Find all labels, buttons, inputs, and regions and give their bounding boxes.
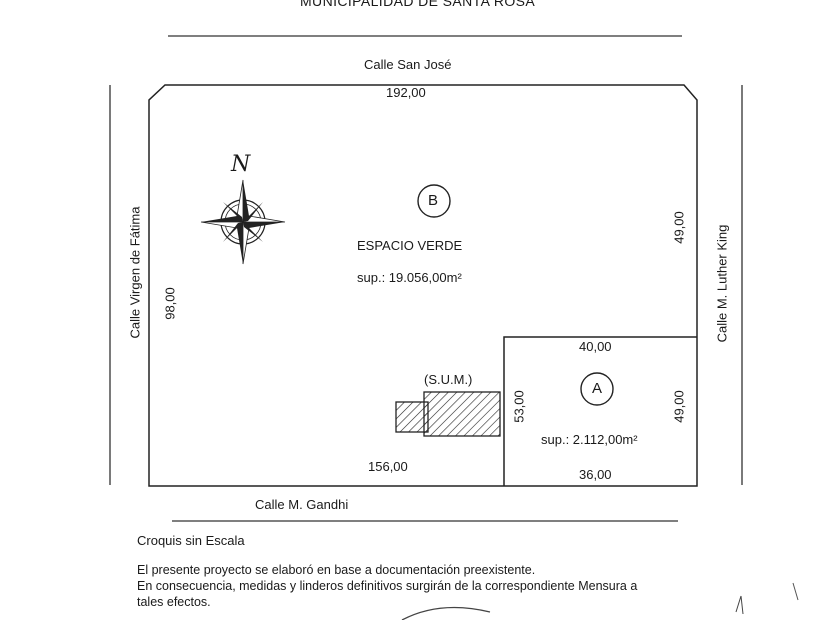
document-header-title: MUNICIPALIDAD DE SANTA ROSA bbox=[300, 0, 536, 9]
lot-a-letter: A bbox=[592, 380, 603, 397]
lot-b-area: sup.: 19.056,00m² bbox=[357, 270, 462, 285]
lot-b-south-dimension: 156,00 bbox=[368, 459, 408, 474]
street-label-east: Calle M. Luther King bbox=[714, 224, 730, 343]
lot-b-west-dimension: 98,00 bbox=[162, 287, 178, 320]
note-line-2: En consecuencia, medidas y linderos defi… bbox=[137, 579, 638, 593]
sum-building-main bbox=[423, 391, 501, 437]
lot-b-outline bbox=[148, 84, 698, 487]
street-label-north: Calle San José bbox=[364, 57, 452, 72]
sketch-caption: Croquis sin Escala bbox=[137, 533, 245, 548]
lot-b-east-dimension: 49,00 bbox=[671, 211, 687, 244]
lot-a-east-dimension: 49,00 bbox=[671, 390, 687, 423]
sum-building-label: (S.U.M.) bbox=[424, 372, 473, 387]
signature-mark bbox=[735, 595, 744, 615]
lot-a-circle bbox=[580, 372, 614, 406]
lot-b-name: ESPACIO VERDE bbox=[357, 238, 463, 253]
street-label-south: Calle M. Gandhi bbox=[255, 497, 349, 512]
lot-b-letter: B bbox=[428, 192, 439, 209]
lot-b-circle bbox=[417, 184, 451, 218]
compass-icon bbox=[200, 179, 286, 265]
sum-building bbox=[395, 401, 429, 433]
compass-north-label: N bbox=[231, 152, 251, 177]
note-line-1: El presente proyecto se elaboró en base … bbox=[137, 563, 536, 577]
lot-a-south-dimension: 36,00 bbox=[579, 467, 612, 482]
lot-a-area: sup.: 2.112,00m² bbox=[541, 432, 638, 447]
lot-a-north-dimension: 40,00 bbox=[579, 339, 612, 354]
lot-a-outline bbox=[503, 336, 697, 486]
stamp-seal-fragment bbox=[401, 606, 491, 620]
lot-a-west-dimension: 53,00 bbox=[511, 390, 527, 423]
margin-mark bbox=[792, 582, 799, 601]
note-line-3: tales efectos. bbox=[137, 595, 211, 609]
lot-b-north-dimension: 192,00 bbox=[386, 85, 426, 100]
street-label-west: Calle Virgen de Fátima bbox=[127, 206, 143, 339]
